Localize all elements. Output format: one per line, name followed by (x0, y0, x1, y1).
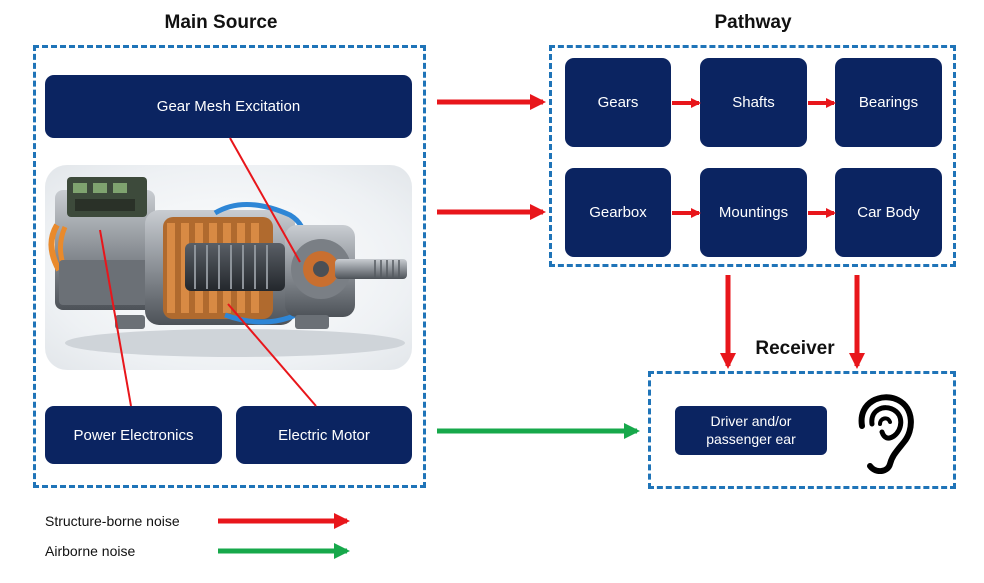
gearbox-node: Gearbox (565, 168, 671, 257)
pathway-title: Pathway (714, 12, 792, 33)
legend-airborne-label: Airborne noise (45, 543, 136, 559)
gearbox-label: Gearbox (589, 204, 647, 221)
receiver-title: Receiver (755, 338, 835, 359)
gears-label: Gears (597, 94, 639, 111)
mountings-label: Mountings (718, 204, 789, 221)
shafts-node: Shafts (700, 58, 807, 147)
gear-mesh-excitation-node: Gear Mesh Excitation (45, 75, 412, 138)
receiver-label-line2: passenger ear (706, 430, 796, 447)
legend-structure-label: Structure-borne noise (45, 513, 180, 529)
bearings-label: Bearings (858, 94, 919, 111)
driver-passenger-ear-node: Driver and/or passenger ear (675, 406, 827, 455)
power-electronics-node: Power Electronics (45, 406, 222, 464)
gear-mesh-excitation-label: Gear Mesh Excitation (156, 98, 301, 115)
gears-node: Gears (565, 58, 671, 147)
mountings-node: Mountings (700, 168, 807, 257)
receiver-label-line1: Driver and/or (710, 413, 792, 429)
bearings-node: Bearings (835, 58, 942, 147)
electric-motor-node: Electric Motor (236, 406, 412, 464)
shafts-label: Shafts (732, 94, 775, 111)
car-body-label: Car Body (857, 204, 920, 221)
electric-drive-unit-illustration (45, 165, 412, 370)
car-body-node: Car Body (835, 168, 942, 257)
main-source-title: Main Source (164, 12, 278, 33)
electric-motor-label: Electric Motor (278, 426, 370, 444)
main-source-group (33, 45, 426, 488)
pathway-group (549, 45, 956, 267)
receiver-group (648, 371, 956, 489)
power-electronics-label: Power Electronics (73, 426, 194, 444)
